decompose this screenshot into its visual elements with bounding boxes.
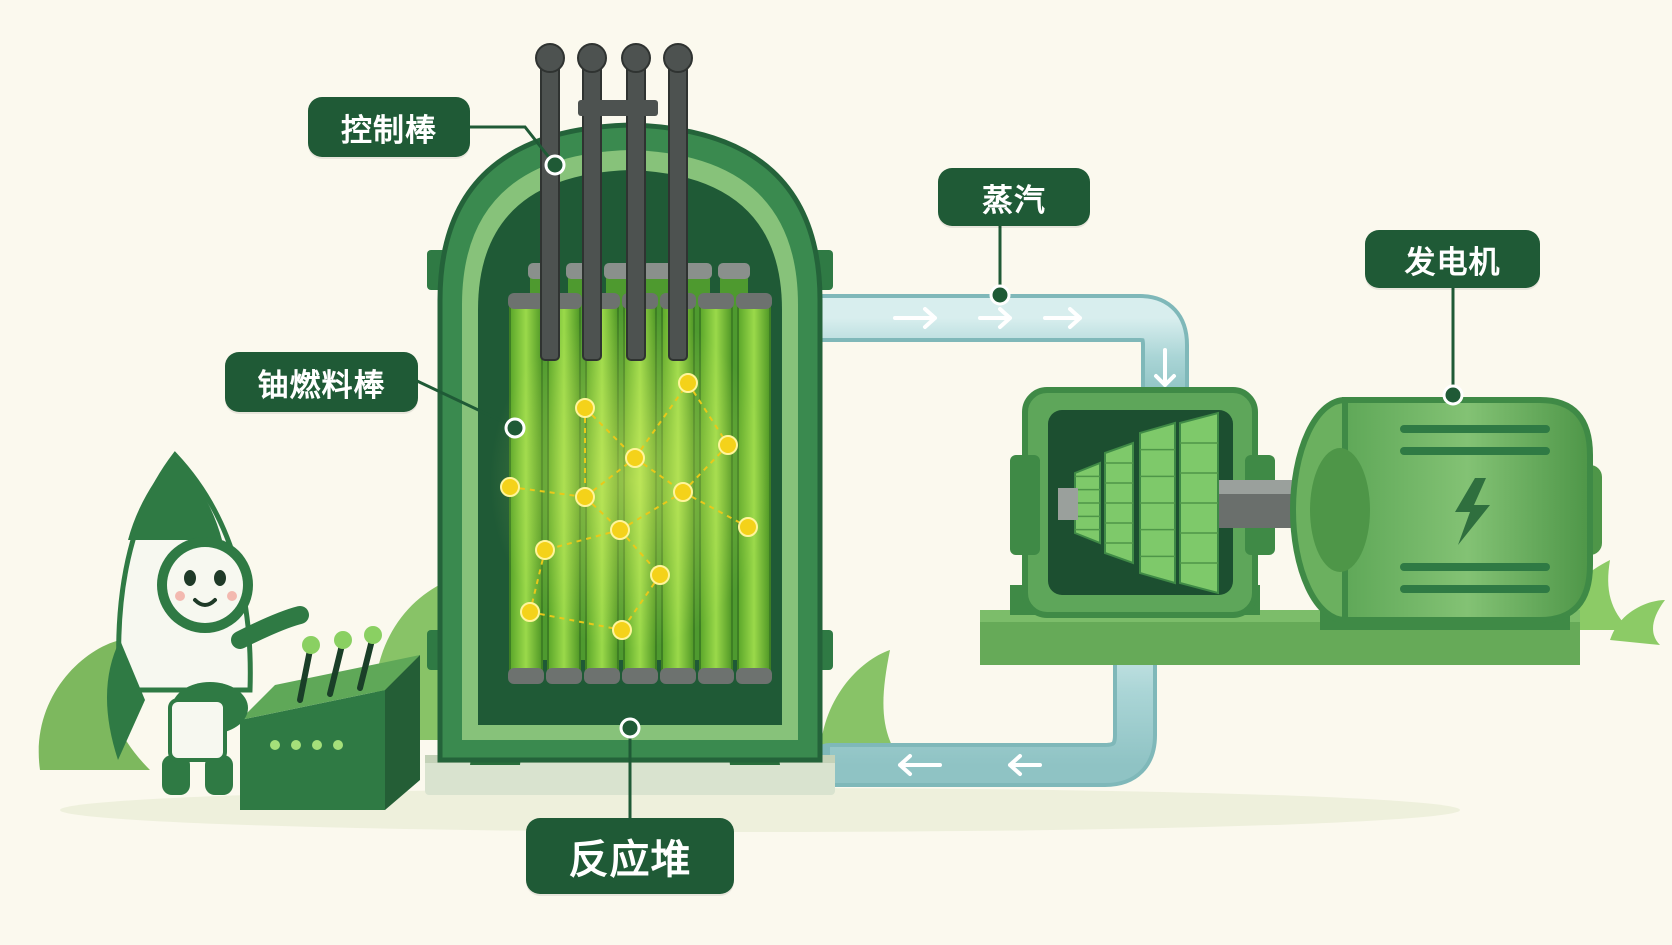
neutron-path: [619, 491, 684, 531]
neutron: [738, 517, 758, 537]
flow-arrows: [893, 307, 1176, 776]
turbine-shaft-end: [1058, 488, 1078, 520]
leader-dots: [504, 154, 1464, 739]
label-reactor: 反应堆: [526, 818, 734, 894]
neutron: [575, 398, 595, 418]
neutron: [612, 620, 632, 640]
control-rod-head: [663, 43, 693, 73]
lightning-bolt-icon: [1455, 478, 1490, 545]
label-fuel-rods: 铀燃料棒: [225, 352, 418, 412]
fuel-rod-cap: [736, 668, 772, 684]
control-rod-bracket: [578, 100, 658, 116]
fuel-rod-cap: [584, 668, 620, 684]
fuel-rod-cap: [736, 293, 772, 309]
neutron: [718, 435, 738, 455]
neutron-path: [529, 549, 546, 613]
neutron: [575, 487, 595, 507]
fuel-rod-cap: [698, 293, 734, 309]
neutron-path: [687, 382, 729, 446]
control-rods: [535, 43, 693, 361]
neutron-path: [584, 457, 636, 498]
neutron-path: [682, 491, 749, 528]
control-rod-head: [621, 43, 651, 73]
control-rod-head: [577, 43, 607, 73]
leader-lines: [414, 125, 1455, 818]
label-generator: 发电机: [1365, 230, 1540, 288]
neutron-path: [619, 529, 661, 576]
neutron-path: [682, 444, 729, 493]
ground-shadow: [60, 788, 1460, 832]
core-glow: [490, 310, 770, 650]
neutron: [678, 373, 698, 393]
neutron: [610, 520, 630, 540]
fuel-rod-cap: [698, 668, 734, 684]
label-steam: 蒸汽: [938, 168, 1090, 226]
neutron-path: [621, 574, 661, 631]
fuel-rod-cap: [508, 668, 544, 684]
generator: [1290, 397, 1602, 630]
neutron-path: [544, 529, 621, 551]
neutron-path: [584, 407, 636, 459]
fuel-rod-cap: [642, 263, 674, 279]
rocket-mascot-icon: [106, 451, 309, 795]
neutron: [535, 540, 555, 560]
control-panel: [240, 626, 420, 810]
control-rod: [540, 57, 560, 361]
neutron: [520, 602, 540, 622]
neutron: [625, 448, 645, 468]
neutron: [500, 477, 520, 497]
neutron-network: [500, 373, 758, 640]
neutron: [673, 482, 693, 502]
fuel-rod-cap: [622, 668, 658, 684]
label-control-rods: 控制棒: [308, 97, 470, 157]
fuel-rod-cap: [546, 668, 582, 684]
control-rod-head: [535, 43, 565, 73]
fuel-rod-cap: [508, 293, 544, 309]
neutron-path: [509, 486, 586, 498]
fuel-rod-cap: [718, 263, 750, 279]
neutron: [650, 565, 670, 585]
fuel-rod-cap: [660, 668, 696, 684]
turbine-blades: [1058, 411, 1219, 595]
control-rod: [668, 57, 688, 361]
